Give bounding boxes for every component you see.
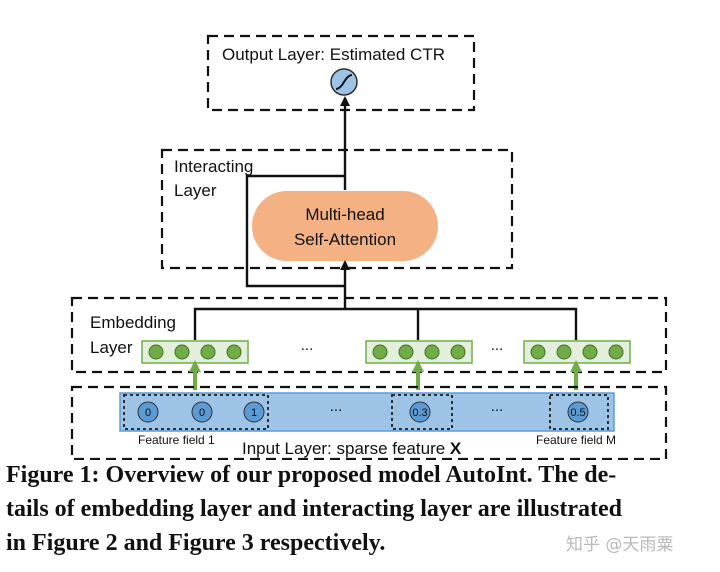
- sigmoid-icon: [335, 74, 353, 90]
- interacting-layer: Interacting Layer Multi-head Self-Attent…: [160, 148, 514, 270]
- input-node-value: 0.5: [570, 407, 585, 419]
- embedding-ellipsis-2: ...: [491, 337, 504, 354]
- feature-field-1-group: [123, 394, 269, 430]
- input-node-value: 1: [251, 407, 257, 419]
- embedding-node: [174, 344, 190, 360]
- embedding-layer-label-line2: Layer: [90, 338, 133, 357]
- feature-field-group: [391, 394, 453, 430]
- input-node: [191, 401, 213, 423]
- autoint-diagram: Output Layer: Estimated CTR Interacting …: [70, 34, 668, 460]
- feature-field-m-label: Feature field M: [536, 433, 616, 447]
- watermark: 知乎 @天雨粟: [566, 535, 674, 555]
- caption-line-3: in Figure 2 and Figure 3 respectively.: [6, 530, 386, 556]
- input-node: [137, 401, 159, 423]
- embedding-node: [398, 344, 414, 360]
- input-layer-box: [70, 385, 668, 460]
- embedding-connector-bar: [193, 307, 578, 340]
- interacting-layer-box: [160, 148, 514, 270]
- input-node: [243, 401, 265, 423]
- input-node-value: 0: [199, 407, 205, 419]
- feature-field-m-group: [549, 394, 609, 430]
- output-layer-label: Output Layer: Estimated CTR: [222, 45, 445, 64]
- caption-line-2: tails of embedding layer and interacting…: [6, 496, 622, 522]
- input-node-value: 0: [145, 407, 151, 419]
- embedding-vector-field-2: [365, 340, 473, 364]
- embedding-node: [372, 344, 388, 360]
- input-layer: 0 0 1 ... 0.3 ... 0.5 Feature field 1 Fe…: [70, 385, 668, 460]
- embedding-ellipsis-1: ...: [301, 337, 314, 354]
- input-layer-label-text: Input Layer: sparse feature: [242, 439, 450, 458]
- attention-label-line2: Self-Attention: [294, 230, 396, 249]
- embedding-vector-field-1: [141, 340, 249, 364]
- embedding-node: [226, 344, 242, 360]
- input-layer-label-symbol: X: [450, 439, 462, 458]
- feature-field-1-label: Feature field 1: [138, 433, 215, 447]
- input-layer-label: Input Layer: sparse feature X: [242, 439, 462, 458]
- attention-label-line1: Multi-head: [305, 205, 384, 224]
- embedding-layer-box: [70, 296, 668, 374]
- embedding-node: [200, 344, 216, 360]
- embedding-vector-field-m: [523, 340, 631, 364]
- output-layer-box: [206, 34, 476, 112]
- embedding-node: [608, 344, 624, 360]
- output-layer: Output Layer: Estimated CTR: [206, 34, 476, 112]
- embedding-layer: Embedding Layer ...: [70, 296, 668, 374]
- embedding-node: [450, 344, 466, 360]
- input-node-value: 0.3: [412, 407, 427, 419]
- residual-connection-line: [245, 174, 345, 288]
- caption-line-1: Figure 1: Overview of our proposed model…: [6, 462, 617, 488]
- interacting-layer-label-line1: Interacting: [174, 157, 253, 176]
- embedding-node: [556, 344, 572, 360]
- input-ellipsis-2: ...: [491, 398, 504, 415]
- embedding-node: [148, 344, 164, 360]
- input-ellipsis-1: ...: [330, 398, 343, 415]
- embedding-node: [582, 344, 598, 360]
- input-node: [567, 401, 589, 423]
- embedding-layer-label-line1: Embedding: [90, 313, 176, 332]
- embedding-node: [424, 344, 440, 360]
- multi-head-self-attention-block: [252, 191, 438, 261]
- input-node: [409, 401, 431, 423]
- embedding-node: [530, 344, 546, 360]
- figure-caption: Figure 1: Overview of our proposed model…: [6, 458, 714, 560]
- interacting-layer-label-line2: Layer: [174, 181, 217, 200]
